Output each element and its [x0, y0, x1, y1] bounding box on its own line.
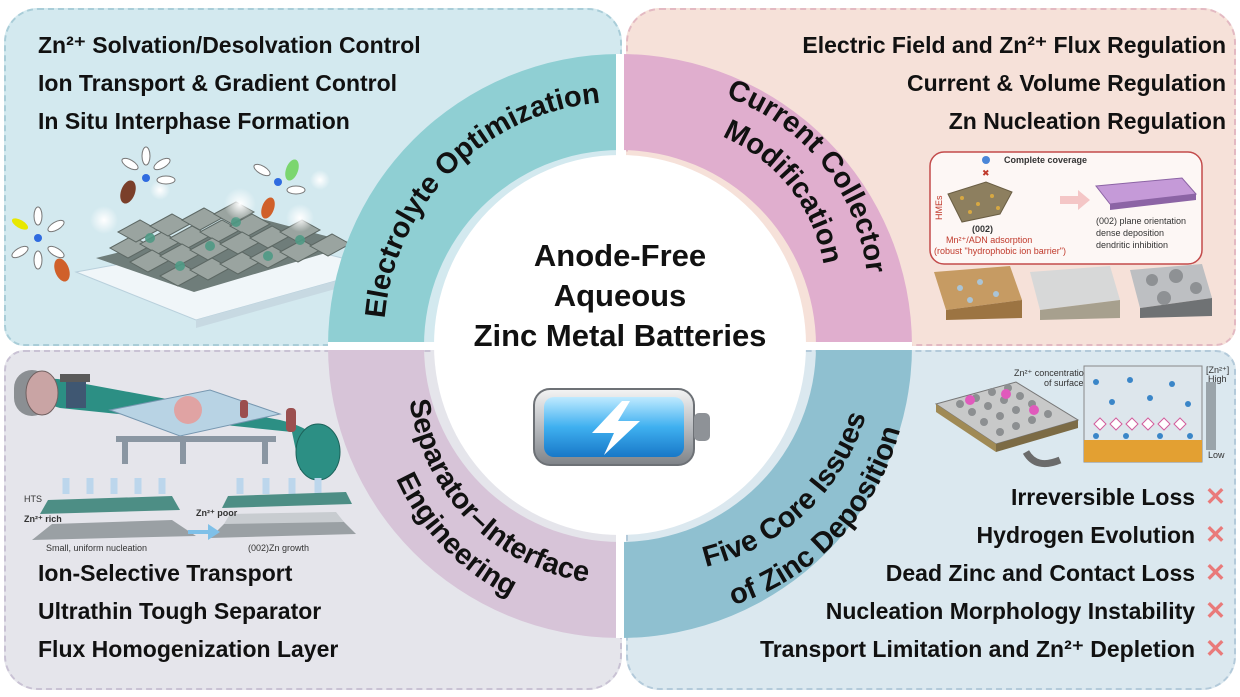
- issue-item: Transport Limitation and Zn²⁺ Depletion✕: [759, 635, 1226, 663]
- check-item: dense deposition: [1096, 228, 1164, 238]
- check-item: dendritic inhibition: [1096, 240, 1168, 250]
- collector-strategies: Electric Field and Zn²⁺ Flux Regulation …: [802, 26, 1226, 140]
- separator-strategies: Ion-Selective Transport Ultrathin Tough …: [38, 554, 338, 668]
- central-title: Anode-Free Aqueous Zinc Metal Batteries: [434, 236, 806, 356]
- ring-segment-collector: [620, 54, 912, 346]
- barrier-label: (robust "hydrophobic ion barrier"): [934, 246, 1066, 256]
- hmes-label: HMEs: [934, 195, 944, 220]
- strategy-item: Flux Homogenization Layer: [38, 636, 339, 662]
- strategy-item: Zn Nucleation Regulation: [948, 108, 1226, 134]
- title-line: Anode-Free: [533, 238, 707, 273]
- adsorption-label: Mn²⁺/ADN adsorption: [946, 235, 1032, 245]
- coverage-label: Complete coverage: [1004, 155, 1087, 165]
- center-circle: [434, 155, 806, 535]
- poor-label: Zn²⁺ poor: [196, 508, 238, 518]
- strategy-item: Electric Field and Zn²⁺ Flux Regulation: [802, 32, 1226, 58]
- growth-caption: (002)Zn growth: [248, 543, 309, 553]
- svg-text:✖: ✖: [982, 168, 990, 178]
- strategy-item: Ion-Selective Transport: [38, 560, 293, 586]
- issue-item: Dead Zinc and Contact Loss✕: [885, 559, 1226, 587]
- strategy-item: Zn²⁺ Solvation/Desolvation Control: [38, 32, 421, 58]
- title-line: Aqueous: [553, 278, 687, 313]
- strategy-ring: [328, 54, 912, 638]
- hts-label: HTS: [24, 494, 42, 504]
- arrow-right-icon: [188, 524, 220, 540]
- title-line: Zinc Metal Batteries: [473, 318, 767, 353]
- issue-item: Nucleation Morphology Instability✕: [825, 597, 1226, 625]
- electrolyte-illustration: [11, 146, 384, 328]
- surface-label: of surface: [1044, 378, 1084, 388]
- strategy-item: Ion Transport & Gradient Control: [38, 70, 398, 96]
- high-label: High: [1208, 374, 1227, 384]
- strategy-item: In Situ Interphase Formation: [38, 108, 350, 134]
- cross-icon: ✕: [1205, 597, 1226, 625]
- check-item: (002) plane orientation: [1096, 216, 1186, 226]
- electrolyte-strategies: Zn²⁺ Solvation/Desolvation Control Ion T…: [38, 26, 421, 140]
- ring-segment-separator: [328, 346, 620, 638]
- deposition-inset: Zn²⁺ concentration of surface [Zn²⁺] Hig…: [934, 365, 1229, 468]
- scale-label: [Zn²⁺]: [1206, 365, 1229, 375]
- battery-lightning-icon: [533, 388, 710, 466]
- separator-inset: HTS Zn²⁺ rich Zn²⁺ poor Small, uniform n…: [24, 478, 356, 553]
- ring-segment-issues: [620, 346, 912, 638]
- deposition-blocks: [934, 264, 1212, 320]
- cross-icon: ✕: [1205, 559, 1226, 587]
- ring-segment-electrolyte: [328, 54, 620, 346]
- cross-icon: ✕: [1205, 483, 1226, 511]
- curved-arrow-icon: [1022, 450, 1062, 468]
- collector-inset: ✖ HMEs Complete coverage (002) Mn²⁺/ADN …: [929, 151, 1212, 320]
- rich-label: Zn²⁺ rich: [24, 514, 62, 524]
- strategy-item: Current & Volume Regulation: [906, 70, 1226, 96]
- arrow-right-icon: [1060, 190, 1090, 210]
- separator-illustration: [14, 370, 341, 481]
- plane-label: (002): [972, 224, 993, 234]
- issue-item: Hydrogen Evolution✕: [976, 521, 1226, 549]
- concentration-label: Zn²⁺ concentration: [1014, 368, 1089, 378]
- cross-icon: ✕: [1205, 521, 1226, 549]
- uniform-caption: Small, uniform nucleation: [46, 543, 147, 553]
- core-issues-list: Irreversible Loss✕ Hydrogen Evolution✕ D…: [760, 478, 1226, 668]
- low-label: Low: [1208, 450, 1225, 460]
- cross-icon: ✕: [1205, 635, 1226, 663]
- strategy-item: Ultrathin Tough Separator: [38, 598, 322, 624]
- issue-item: Irreversible Loss✕: [1010, 483, 1226, 511]
